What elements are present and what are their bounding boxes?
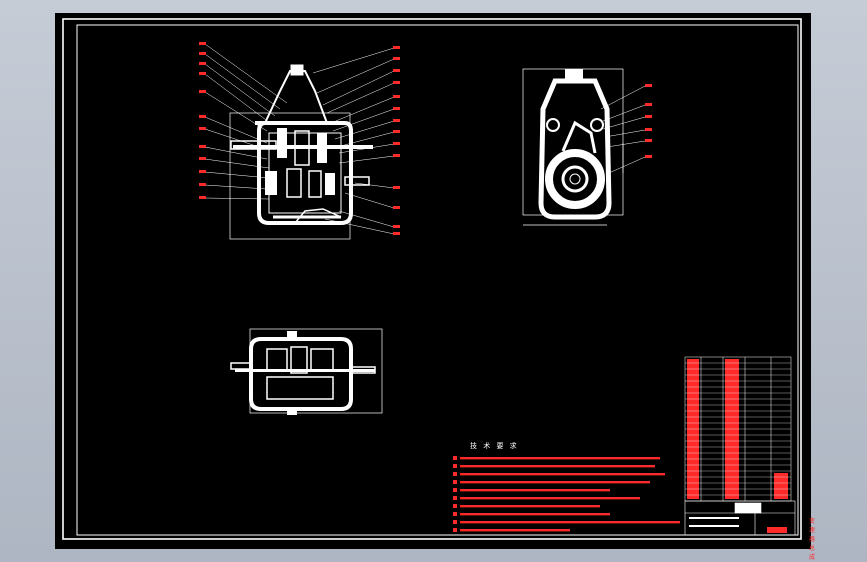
title-block-name: 变速器总成: [809, 518, 816, 561]
front-view-balloon-leaders: [204, 43, 395, 235]
top-view: [230, 328, 383, 415]
side-view-balloon-numbers: [645, 84, 652, 158]
drawing-sheet: [62, 18, 802, 540]
inner-frame: [76, 24, 799, 536]
side-view: [522, 68, 624, 226]
front-section-view: [229, 64, 373, 240]
side-view-balloon-leaders: [600, 85, 646, 174]
front-view-balloon-numbers: [199, 42, 400, 235]
tech-requirements-title: 技 术 要 求: [470, 442, 519, 450]
tech-notes-lines: [460, 457, 680, 532]
parts-list-row-lines: [685, 362, 791, 496]
tech-notes-bullets: [453, 456, 457, 532]
cad-viewport[interactable]: 技 术 要 求 变速器总成: [55, 13, 815, 561]
outer-frame: [62, 18, 802, 540]
title-block: [684, 500, 796, 536]
